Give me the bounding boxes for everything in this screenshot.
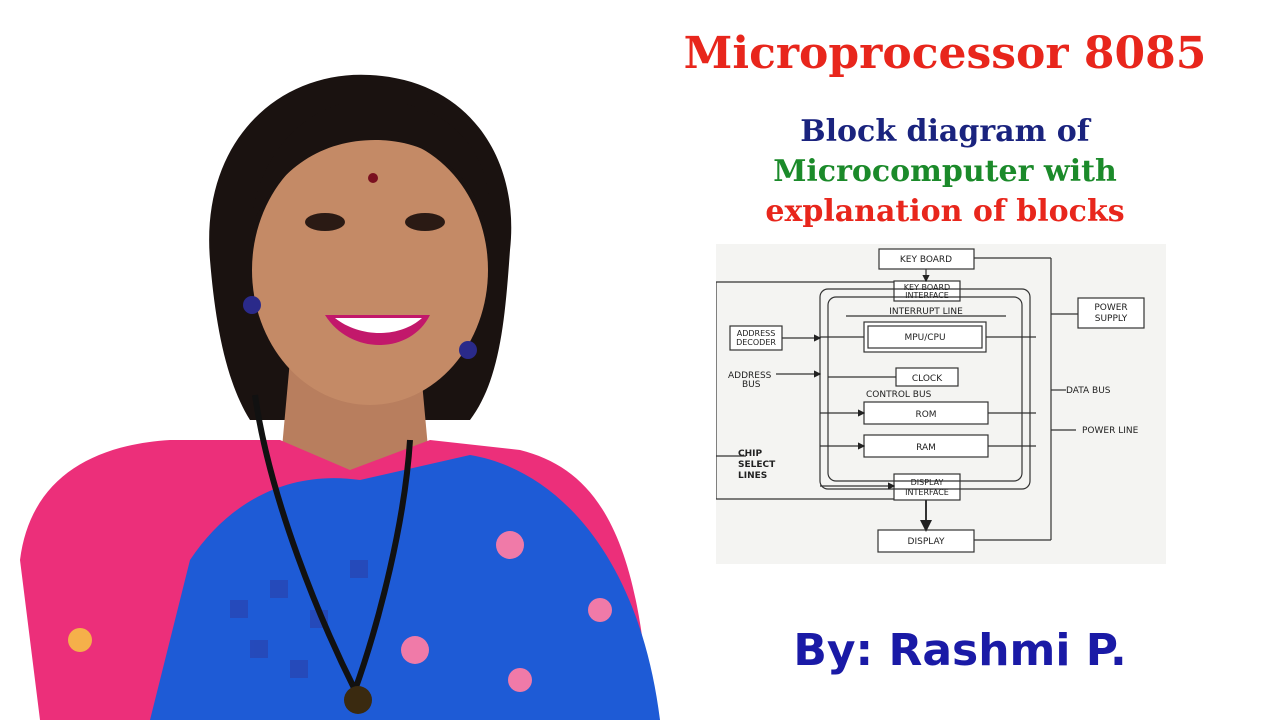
saree-motifs [68,531,612,692]
hair-fringe [250,99,491,230]
power-supply-block [1077,297,1145,329]
label-address-decoder-2: DECODER [736,338,776,347]
pendant [344,686,372,714]
label-power-supply-2: SUPPLY [1095,314,1128,324]
saree-pattern [230,560,368,678]
label-keyboard-interface-1: KEY BOARD [904,283,950,292]
bindi [368,173,378,183]
subtitle-line-3: explanation of blocks [765,194,1125,229]
label-address-bus-1: ADDRESS [728,371,772,381]
saree [150,455,660,720]
left-eye [305,213,345,231]
subtitle-line-2: Microcomputer with [773,154,1117,189]
label-chip-select-3: LINES [738,471,767,481]
label-ram: RAM [916,443,936,453]
page-title: Microprocessor 8085 [683,28,1207,79]
subtitle-line-1: Block diagram of [800,114,1090,149]
label-interrupt-line: INTERRUPT LINE [889,307,963,317]
earring-right [459,341,477,359]
label-display: DISPLAY [908,537,945,547]
right-eye [405,213,445,231]
label-control-bus: CONTROL BUS [866,390,932,400]
author-credit: By: Rashmi P. [793,625,1127,676]
label-power-line: POWER LINE [1082,426,1139,436]
mpu-block [863,321,987,353]
label-address-bus-2: BUS [742,380,761,390]
label-keyboard-interface-2: INTERFACE [905,291,949,300]
face [252,135,488,405]
label-chip-select-1: CHIP [738,449,762,459]
label-power-supply-1: POWER [1094,303,1127,313]
address-decoder-block [729,325,783,351]
label-chip-select-2: SELECT [738,460,776,470]
label-clock: CLOCK [912,374,943,384]
label-display-interface-1: DISPLAY [911,478,944,487]
label-display-interface-2: INTERFACE [905,488,949,497]
label-mpu: MPU/CPU [904,333,945,343]
block-diagram: KEY BOARD KEY BOARD INTERFACE INTERRUPT … [716,244,1166,564]
label-keyboard: KEY BOARD [900,255,952,265]
presenter-photo [20,74,660,720]
label-address-decoder-1: ADDRESS [737,329,776,338]
subtitle: Block diagram of Microcomputer with expl… [700,112,1190,232]
earring-left [243,296,261,314]
label-rom: ROM [915,410,936,420]
label-data-bus: DATA BUS [1066,386,1111,396]
